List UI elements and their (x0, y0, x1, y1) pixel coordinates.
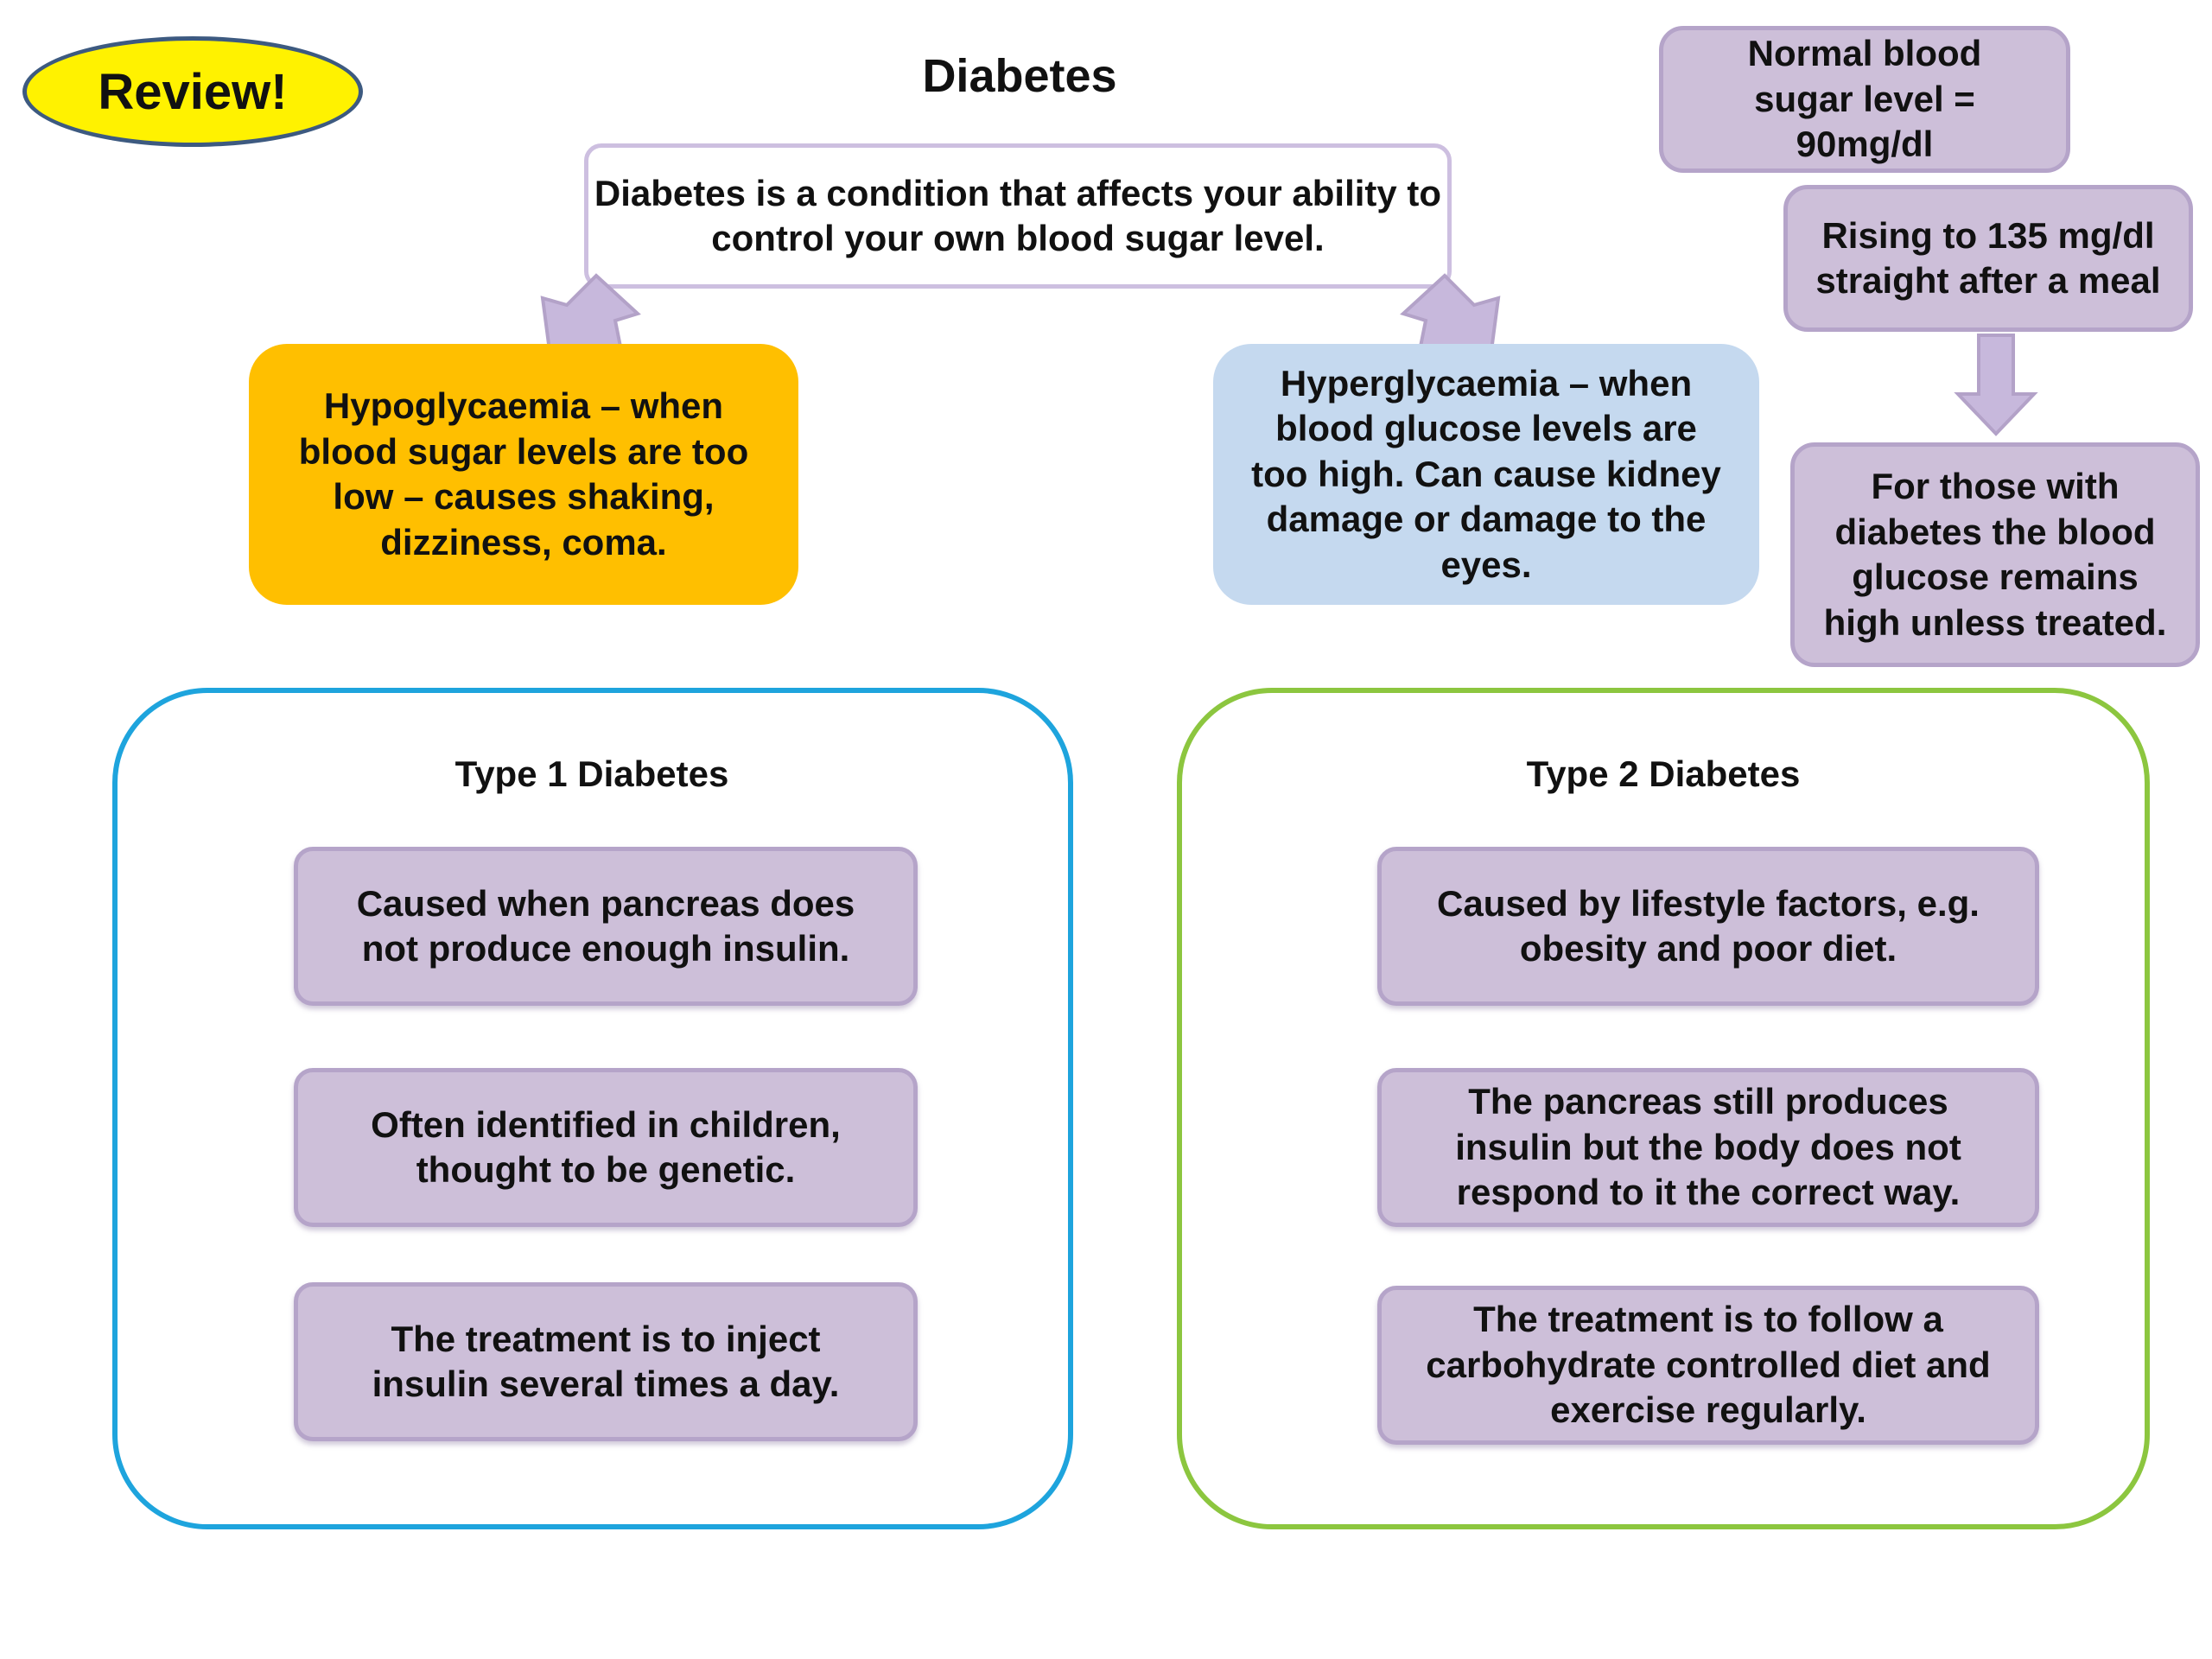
type2-fact-text: The pancreas still produces insulin but … (1455, 1081, 1961, 1213)
page-title: Diabetes (922, 50, 1117, 102)
type2-fact-text: Caused by lifestyle factors, e.g. obesit… (1437, 882, 1980, 969)
type1-fact: Caused when pancreas does not produce en… (294, 847, 918, 1006)
type1-fact-text: The treatment is to inject insulin sever… (372, 1318, 840, 1405)
type2-fact: Caused by lifestyle factors, e.g. obesit… (1377, 847, 2039, 1006)
definition-box: Diabetes is a condition that affects you… (584, 143, 1452, 289)
remains-high-box: For those with diabetes the blood glucos… (1790, 442, 2200, 667)
type1-fact-text: Caused when pancreas does not produce en… (356, 882, 855, 969)
type2-fact: The pancreas still produces insulin but … (1377, 1068, 2039, 1227)
type2-fact: The treatment is to follow a carbohydrat… (1377, 1286, 2039, 1445)
type2-title: Type 2 Diabetes (1526, 753, 1801, 794)
rising-level-box: Rising to 135 mg/dl straight after a mea… (1783, 185, 2193, 332)
normal-level-text: Normal blood sugar level = 90mg/dl (1747, 33, 1982, 165)
type1-title: Type 1 Diabetes (454, 753, 729, 794)
hyperglycaemia-text: Hyperglycaemia – when blood glucose leve… (1251, 362, 1721, 585)
definition-text: Diabetes is a condition that affects you… (594, 172, 1442, 259)
type2-fact-text: The treatment is to follow a carbohydrat… (1426, 1299, 1991, 1431)
remains-high-text: For those with diabetes the blood glucos… (1823, 466, 2167, 643)
type1-fact: Often identified in children, thought to… (294, 1068, 918, 1227)
hypoglycaemia-box: Hypoglycaemia – when blood sugar levels … (249, 344, 798, 605)
review-badge: Review! (22, 36, 363, 147)
type1-fact-text: Often identified in children, thought to… (371, 1103, 841, 1191)
normal-level-box: Normal blood sugar level = 90mg/dl (1659, 26, 2070, 173)
arrow-down-icon (1954, 334, 2038, 436)
hypoglycaemia-text: Hypoglycaemia – when blood sugar levels … (298, 385, 749, 563)
hyperglycaemia-box: Hyperglycaemia – when blood glucose leve… (1213, 344, 1759, 605)
rising-level-text: Rising to 135 mg/dl straight after a mea… (1815, 214, 2161, 302)
type1-fact: The treatment is to inject insulin sever… (294, 1282, 918, 1441)
